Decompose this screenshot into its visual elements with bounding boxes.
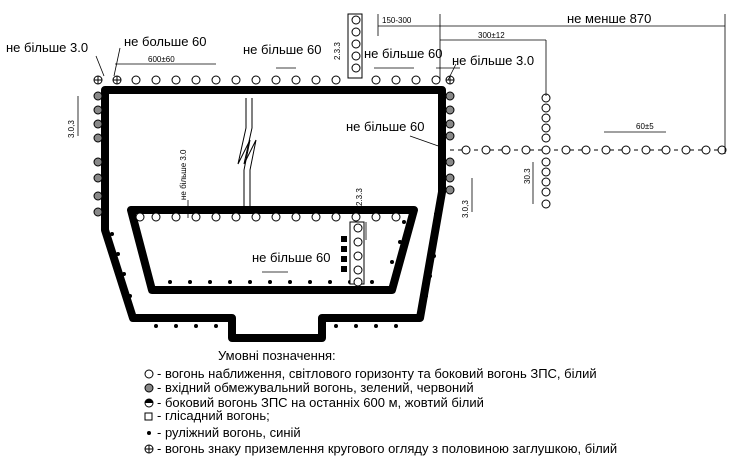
label-ne-bilshe-3-0-left: не більше 3.0 — [6, 40, 88, 55]
yellow-edge-light-icon — [144, 398, 154, 408]
label-dim-150-300: 150-300 — [382, 16, 412, 25]
approach-lights-horizontal — [442, 145, 727, 155]
touchdown-sign-top — [347, 13, 363, 79]
threshold-light-icon — [144, 383, 154, 393]
touchdown-sign-icon — [144, 444, 154, 454]
light-horizon-bar — [541, 93, 551, 209]
label-dim-3-0-3-left: 3.0,3 — [67, 120, 76, 138]
taxiway-light-icon — [147, 431, 151, 435]
label-ne-bilshe-3-0-vertical: не більше 3.0 — [179, 149, 188, 200]
touchdown-sign-lower — [349, 221, 365, 287]
label-dim-2-3-3-top: 2.3.3 — [333, 42, 342, 60]
legend-item-glide: - глісадний вогонь; — [157, 408, 270, 423]
label-ne-bolshe-60-left: не больше 60 — [124, 34, 207, 49]
glide-path-icon — [144, 412, 153, 421]
legend: Умовні позначення: - вогонь наближення, … — [144, 348, 617, 456]
legend-item-edge-600: - боковий вогонь ЗПС на останніх 600 м, … — [157, 395, 484, 410]
runway-edge-lights-left — [93, 91, 103, 217]
label-ne-menshe-870: не менше 870 — [567, 11, 651, 26]
label-ne-bilshe-60-middle: не більше 60 — [346, 119, 424, 134]
legend-item-threshold: - вхідний обмежувальний вогонь, зелений,… — [157, 380, 474, 395]
label-dim-60-5: 60±5 — [636, 122, 654, 131]
label-dim-300-12: 300±12 — [478, 31, 505, 40]
label-dim-2-3-3-lower: 2.3.3 — [355, 188, 364, 206]
taxiway-lights-outer — [110, 212, 438, 328]
dimension-lines — [77, 14, 726, 273]
runway-edge-lights-top — [93, 75, 455, 85]
label-ne-bilshe-60-right-top: не більше 60 — [364, 46, 442, 61]
legend-item-touchdown: - вогонь знаку приземлення кругового огл… — [157, 441, 617, 456]
runway-edge-lights-right — [445, 91, 455, 195]
label-ne-bilshe-3-0-right: не більше 3.0 — [452, 53, 534, 68]
label-ne-bilshe-60-lower: не більше 60 — [252, 250, 330, 265]
label-dim-600: 600±60 — [148, 55, 175, 64]
legend-title: Умовні позначення: — [218, 348, 336, 363]
label-ne-bilshe-60-top: не більше 60 — [243, 42, 321, 57]
airfield-outline — [101, 86, 446, 342]
glide-path-lights — [341, 236, 347, 272]
inner-runway-lights — [135, 212, 401, 222]
label-dim-3-0-3-right: 3.0,3 — [461, 200, 470, 218]
white-light-icon — [144, 369, 154, 379]
threshold-light-marks — [94, 76, 454, 84]
legend-item-approach: - вогонь наближення, світлового горизонт… — [157, 366, 597, 381]
legend-item-taxiway: - руліжний вогонь, синій — [157, 425, 301, 440]
label-dim-30-3: 30.3 — [523, 168, 532, 184]
leader-lines — [95, 47, 457, 149]
break-mark — [237, 98, 257, 207]
